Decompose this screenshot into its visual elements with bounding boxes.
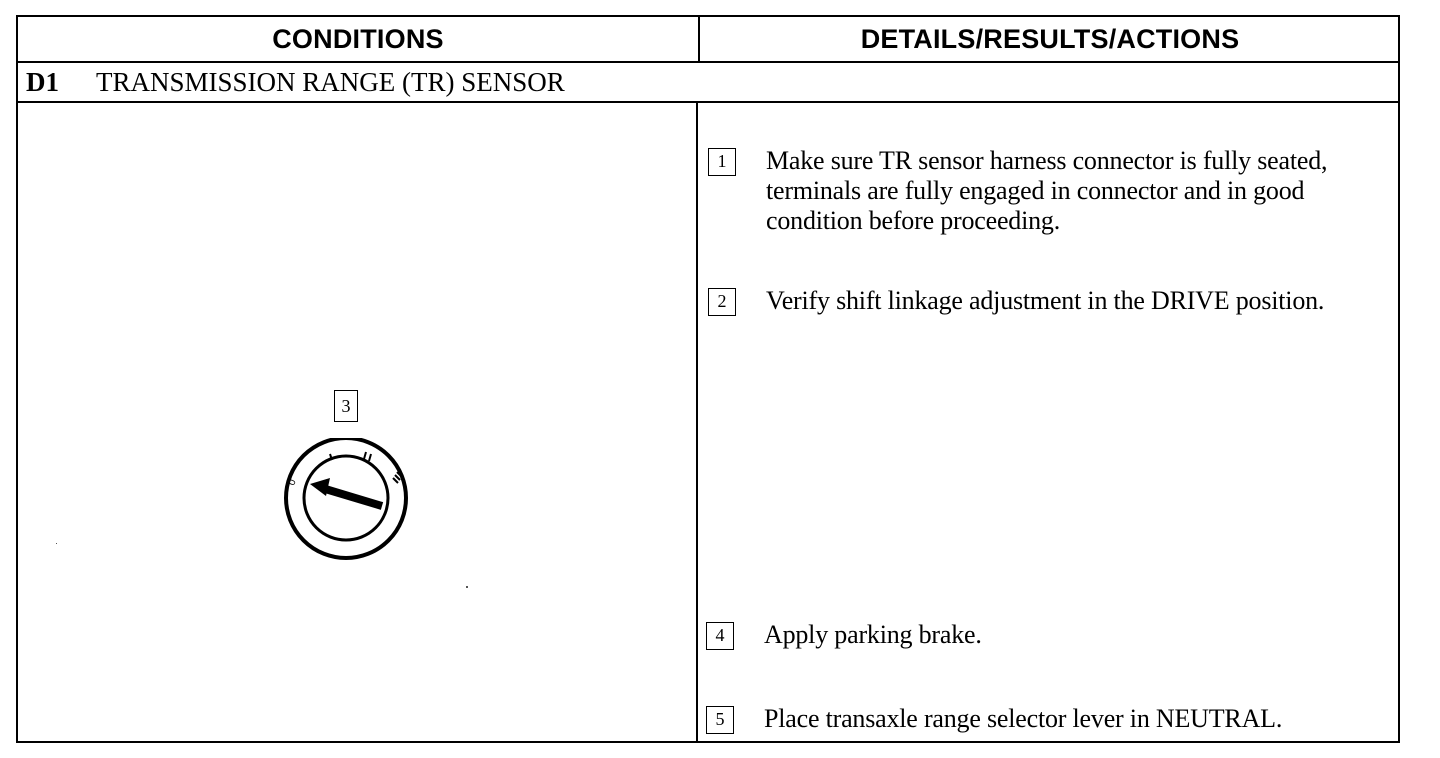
scan-speck	[56, 543, 57, 544]
section-title: TRANSMISSION RANGE (TR) SENSOR	[96, 66, 565, 97]
step-number-badge: 1	[708, 148, 736, 176]
header-divider	[18, 61, 1398, 63]
details-header: DETAILS/RESULTS/ACTIONS	[860, 23, 1240, 54]
step-number-badge: 2	[708, 288, 736, 316]
step-text: Make sure TR sensor harness connector is…	[766, 146, 1328, 235]
step-number-badge: 4	[706, 622, 734, 650]
step-number-badge: 5	[706, 706, 734, 734]
procedure-table: CONDITIONS DETAILS/RESULTS/ACTIONS D1 TR…	[16, 15, 1400, 743]
step-1: 1 Make sure TR sensor harness connector …	[708, 146, 1356, 236]
svg-text:0: 0	[286, 478, 298, 487]
scan-speck	[466, 586, 468, 588]
step-text: Apply parking brake.	[764, 620, 982, 649]
step-5: 5 Place transaxle range selector lever i…	[706, 704, 1404, 734]
conditions-header: CONDITIONS	[272, 23, 444, 54]
step-4: 4 Apply parking brake.	[706, 620, 1354, 650]
section-title-row: D1 TRANSMISSION RANGE (TR) SENSOR	[18, 63, 1398, 101]
column-divider	[698, 17, 700, 61]
section-divider	[18, 101, 1398, 103]
range-selector-icon: 0	[284, 438, 408, 560]
column-divider-body	[696, 101, 698, 741]
step-text: Place transaxle range selector lever in …	[764, 704, 1283, 733]
step-2: 2 Verify shift linkage adjustment in the…	[708, 286, 1356, 316]
step-text: Verify shift linkage adjustment in the D…	[766, 286, 1325, 315]
section-id: D1	[26, 66, 59, 97]
diagram-step-number: 3	[334, 390, 358, 422]
